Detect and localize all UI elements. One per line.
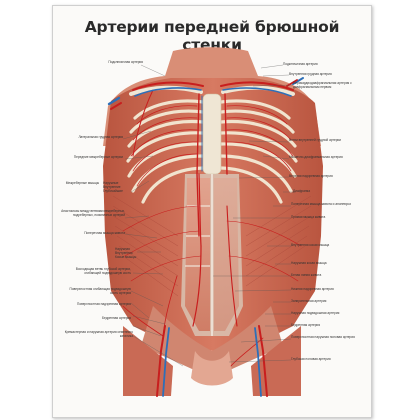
label-anterior-intercostal-arteries: Передние межреберные артерии [73, 155, 123, 159]
subclavian-artery-right [220, 81, 294, 91]
superficial-circumflex-iliac-artery [122, 305, 164, 337]
subclavian-vein-right [222, 87, 292, 97]
label-transversus-abdominis-left: Поперечная мышца живота [84, 231, 125, 235]
label-inferior-epigastric-artery: Нижняя надчревная артерия [291, 287, 334, 291]
label-linea-alba: Белая линия живота [291, 273, 322, 277]
thigh-right [251, 326, 301, 396]
label-transversus-aponeurosis: Поперечная мышца живота и апоневроз [291, 202, 351, 206]
vein-network [134, 87, 292, 397]
label-diaphragm: Диафрагма [293, 189, 311, 193]
genital-region [191, 351, 233, 386]
label-femoral-artery-right: Бедренная артерия [291, 323, 321, 327]
label-external-iliac-artery: Наружная подвздошная артерия [291, 311, 340, 315]
internal-thoracic-artery-left [196, 93, 200, 237]
label-musculophrenic-artery: Мышечно-диафрагмальная артерия [289, 155, 343, 159]
label-external-oblique-right: Наружная косая мышца [291, 261, 327, 265]
label-intercostal-muscles: Межреберные мышцы [65, 181, 99, 185]
label-oblique-muscles: Косые мышцы [115, 255, 137, 259]
label-external-oblique: Наружная [115, 247, 130, 251]
rectus-muscle-left [185, 178, 210, 331]
subclavian-artery-left [132, 81, 204, 91]
label-internal-thoracic-branches: Ветви внутренней грудной артерии [289, 138, 342, 142]
label-intercostal-innermost: Глубочайшие [103, 189, 123, 193]
external-pudendal-artery [230, 337, 264, 367]
label-superficial-external-pudendal: Поверхностная наружная половая артерия [291, 335, 355, 339]
label-lateral-thoracic-artery: Латеральная грудная артерия [78, 135, 123, 139]
label-pericardiophrenic-artery: Перикардиодиафрагмальная артерия с диафр… [293, 81, 352, 89]
leader-lines-left [122, 64, 184, 367]
abdominal-anastomoses [122, 205, 302, 282]
label-superior-epigastric-artery: Верхняя надчревная артерия [289, 174, 333, 178]
label-subclavian-artery-right: Подключичная артерия [283, 62, 318, 66]
label-internal-thoracic-artery: Внутренняя грудная артерия [289, 72, 332, 76]
superior-epigastric-artery [198, 173, 202, 247]
superficial-epigastric-artery [162, 275, 178, 337]
label-intercostal-internal: Внутренние [103, 185, 121, 189]
rib-cage [126, 99, 298, 204]
cut-vessels-left [107, 96, 122, 110]
label-intercostal-external: Наружные [103, 181, 119, 185]
inferior-epigastric-artery-right [226, 205, 238, 327]
label-femoral-artery-left: Бедренная артерия [101, 316, 131, 320]
artery-network [122, 81, 302, 397]
thigh-left [123, 326, 173, 396]
label-subclavian-artery-left: Подключичная артерия [108, 60, 143, 64]
rectus-muscle-right [214, 178, 239, 331]
femoral-artery-right [258, 325, 268, 397]
label-superficial-circumflex-iliac: Поверхностная огибающая подвздошную кост… [69, 287, 131, 295]
label-internal-oblique: Внутренняя [115, 251, 133, 255]
leader-lines-right [213, 64, 294, 363]
femoral-artery-left [156, 325, 166, 397]
inguinal-region [141, 306, 283, 378]
sternum [202, 93, 222, 175]
label-deep-circumflex-iliac-ascending: Восходящая ветвь глубокой артерии, огиба… [75, 267, 131, 275]
oblique-fibres-left [112, 195, 179, 297]
label-deep-pudendal-artery: Глубокая половая артерия [291, 357, 331, 361]
label-rectus-abdominis: Прямая мышца живота [291, 215, 326, 219]
femoral-vein-right [254, 327, 262, 397]
anatomy-illustration [103, 47, 323, 397]
label-anastomoses: Анастомозы между ветвями межреберных, по… [61, 209, 125, 217]
label-internal-oblique-right: Внутренняя косая мышца [291, 243, 330, 247]
lateral-thoracic-artery [132, 89, 154, 157]
anterior-intercostal-arteries [130, 105, 294, 187]
label-superficial-epigastric: Поверхностная надчревная артерия [77, 302, 131, 306]
label-cremasteric-artery: Кремастерная и наружная артерия семенног… [64, 330, 133, 338]
inferior-epigastric-artery [192, 245, 202, 327]
poster: Артерии передней брюшной стенки [52, 5, 372, 418]
subclavian-vein-left [134, 87, 202, 97]
internal-thoracic-artery-right [224, 93, 228, 175]
label-obturator-artery: Запирательная артерия [291, 299, 327, 303]
femoral-vein-left [162, 327, 170, 397]
